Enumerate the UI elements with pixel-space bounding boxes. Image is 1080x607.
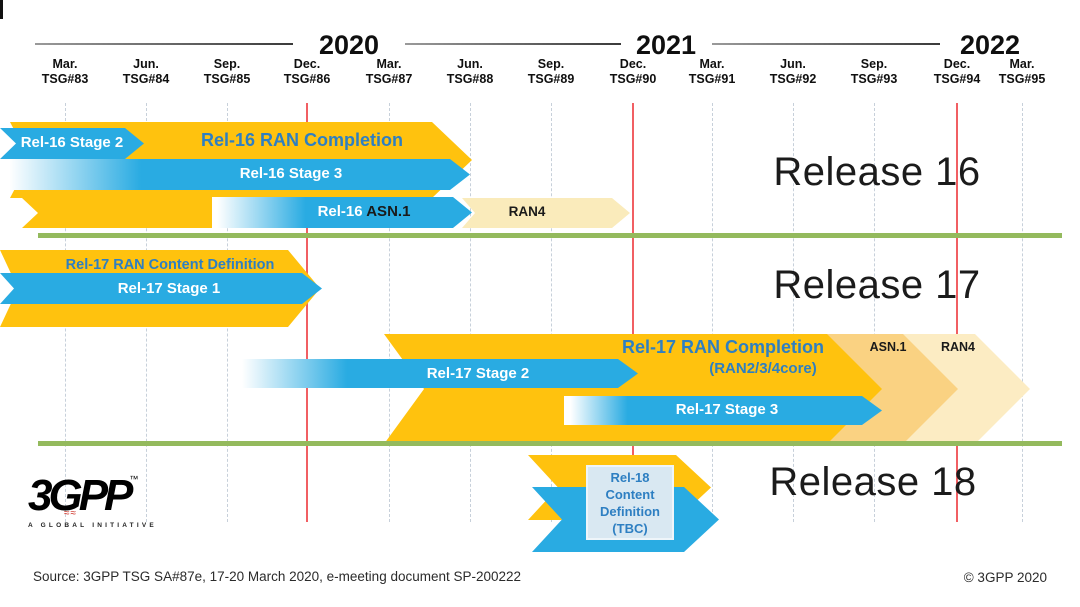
year-label-2020: 2020	[318, 30, 380, 60]
gridline-TSG#92	[793, 103, 794, 522]
year-axis-line	[405, 43, 621, 45]
milestone-line-TSG#86	[306, 103, 308, 522]
rel17-stage2-arrow	[234, 359, 638, 388]
gridline-TSG#93	[874, 103, 875, 522]
meeting-label-TSG#92: Jun.TSG#92	[769, 57, 817, 86]
meeting-label-TSG#90: Dec.TSG#90	[609, 57, 657, 86]
rel16-stage3-label: Rel-16 Stage 3	[239, 165, 343, 182]
rel17-asn1-label: ASN.1	[869, 340, 907, 354]
gridline-TSG#88	[470, 103, 471, 522]
logo-tagline: A GLOBAL INITIATIVE	[28, 522, 157, 529]
rel16-stage2-arrow	[0, 128, 144, 159]
rel16-stage3-arrow	[0, 159, 470, 190]
milestone-line-TSG#90	[632, 103, 634, 522]
rel16-asn1-arrow	[212, 197, 472, 228]
gridline-TSG#87	[389, 103, 390, 522]
year-label-2022: 2022	[959, 30, 1021, 60]
rel18-box-line: (TBC)	[612, 520, 648, 536]
meeting-label-TSG#88: Jun.TSG#88	[446, 57, 494, 86]
3gpp-wordmark: 3GPP	[28, 471, 133, 520]
meeting-label-TSG#93: Sep.TSG#93	[850, 57, 898, 86]
rel18-box-line: Content	[605, 486, 655, 502]
rel17-ran-completion-arrow	[384, 334, 882, 444]
corner-mark	[0, 0, 3, 19]
rel17-ran-completion-label: Rel-17 RAN Completion	[621, 337, 825, 357]
meeting-label-TSG#85: Sep.TSG#85	[203, 57, 251, 86]
section-separator-2	[38, 441, 1062, 446]
rel17-ran4-label: RAN4	[940, 340, 976, 354]
gridline-TSG#91	[712, 103, 713, 522]
milestone-line-TSG#94	[956, 103, 958, 522]
meeting-label-TSG#84: Jun.TSG#84	[122, 57, 170, 86]
year-axis-line	[35, 43, 293, 45]
release-17-label: Release 17	[773, 263, 981, 307]
rel17-stage3-label: Rel-17 Stage 3	[675, 401, 779, 418]
meeting-label-TSG#89: Sep.TSG#89	[527, 57, 575, 86]
meeting-label-TSG#87: Mar.TSG#87	[365, 57, 413, 86]
meeting-label-TSG#83: Mar.TSG#83	[41, 57, 89, 86]
release-16-label: Release 16	[773, 150, 981, 194]
logo-red-waves: ≈≈	[64, 508, 77, 519]
gridline-TSG#89	[551, 103, 552, 522]
meeting-label-TSG#86: Dec.TSG#86	[283, 57, 331, 86]
gridline-TSG#95	[1022, 103, 1023, 522]
rel16-ran4-arrow	[462, 198, 630, 228]
meeting-label-TSG#91: Mar.TSG#91	[688, 57, 736, 86]
year-axis-line	[712, 43, 940, 45]
rel17-content-def-label: Rel-17 RAN Content Definition	[65, 257, 275, 273]
rel18-box-line: Rel-18	[610, 469, 650, 485]
rel17-stage3-arrow	[564, 396, 882, 425]
rel16-asn1-label: Rel-16 ASN.1	[317, 203, 411, 220]
rel16-ran-completion-label: Rel-16 RAN Completion	[200, 130, 404, 150]
rel17-stage2-label: Rel-17 Stage 2	[426, 365, 530, 382]
meeting-label-TSG#94: Dec.TSG#94	[933, 57, 981, 86]
release-18-label: Release 18	[769, 460, 977, 504]
rel17-stage1-label: Rel-17 Stage 1	[117, 280, 221, 297]
trademark-symbol: ™	[129, 474, 139, 484]
rel17-stage1-arrow	[0, 273, 322, 304]
rel16-stage2-label: Rel-16 Stage 2	[20, 134, 124, 151]
rel18-box-line: Definition	[600, 503, 660, 519]
year-label-2021: 2021	[635, 30, 697, 60]
meeting-label-TSG#95: Mar.TSG#95	[998, 57, 1046, 86]
3gpp-logo: 3GPP™ ≈≈ A GLOBAL INITIATIVE	[28, 471, 157, 530]
section-separator-1	[38, 233, 1062, 238]
source-note: Source: 3GPP TSG SA#87e, 17-20 March 202…	[33, 569, 522, 584]
copyright-note: © 3GPP 2020	[963, 570, 1047, 585]
rel17-ran-completion-sub: (RAN2/3/4core)	[709, 360, 817, 377]
rel16-ran4-label: RAN4	[508, 204, 546, 219]
